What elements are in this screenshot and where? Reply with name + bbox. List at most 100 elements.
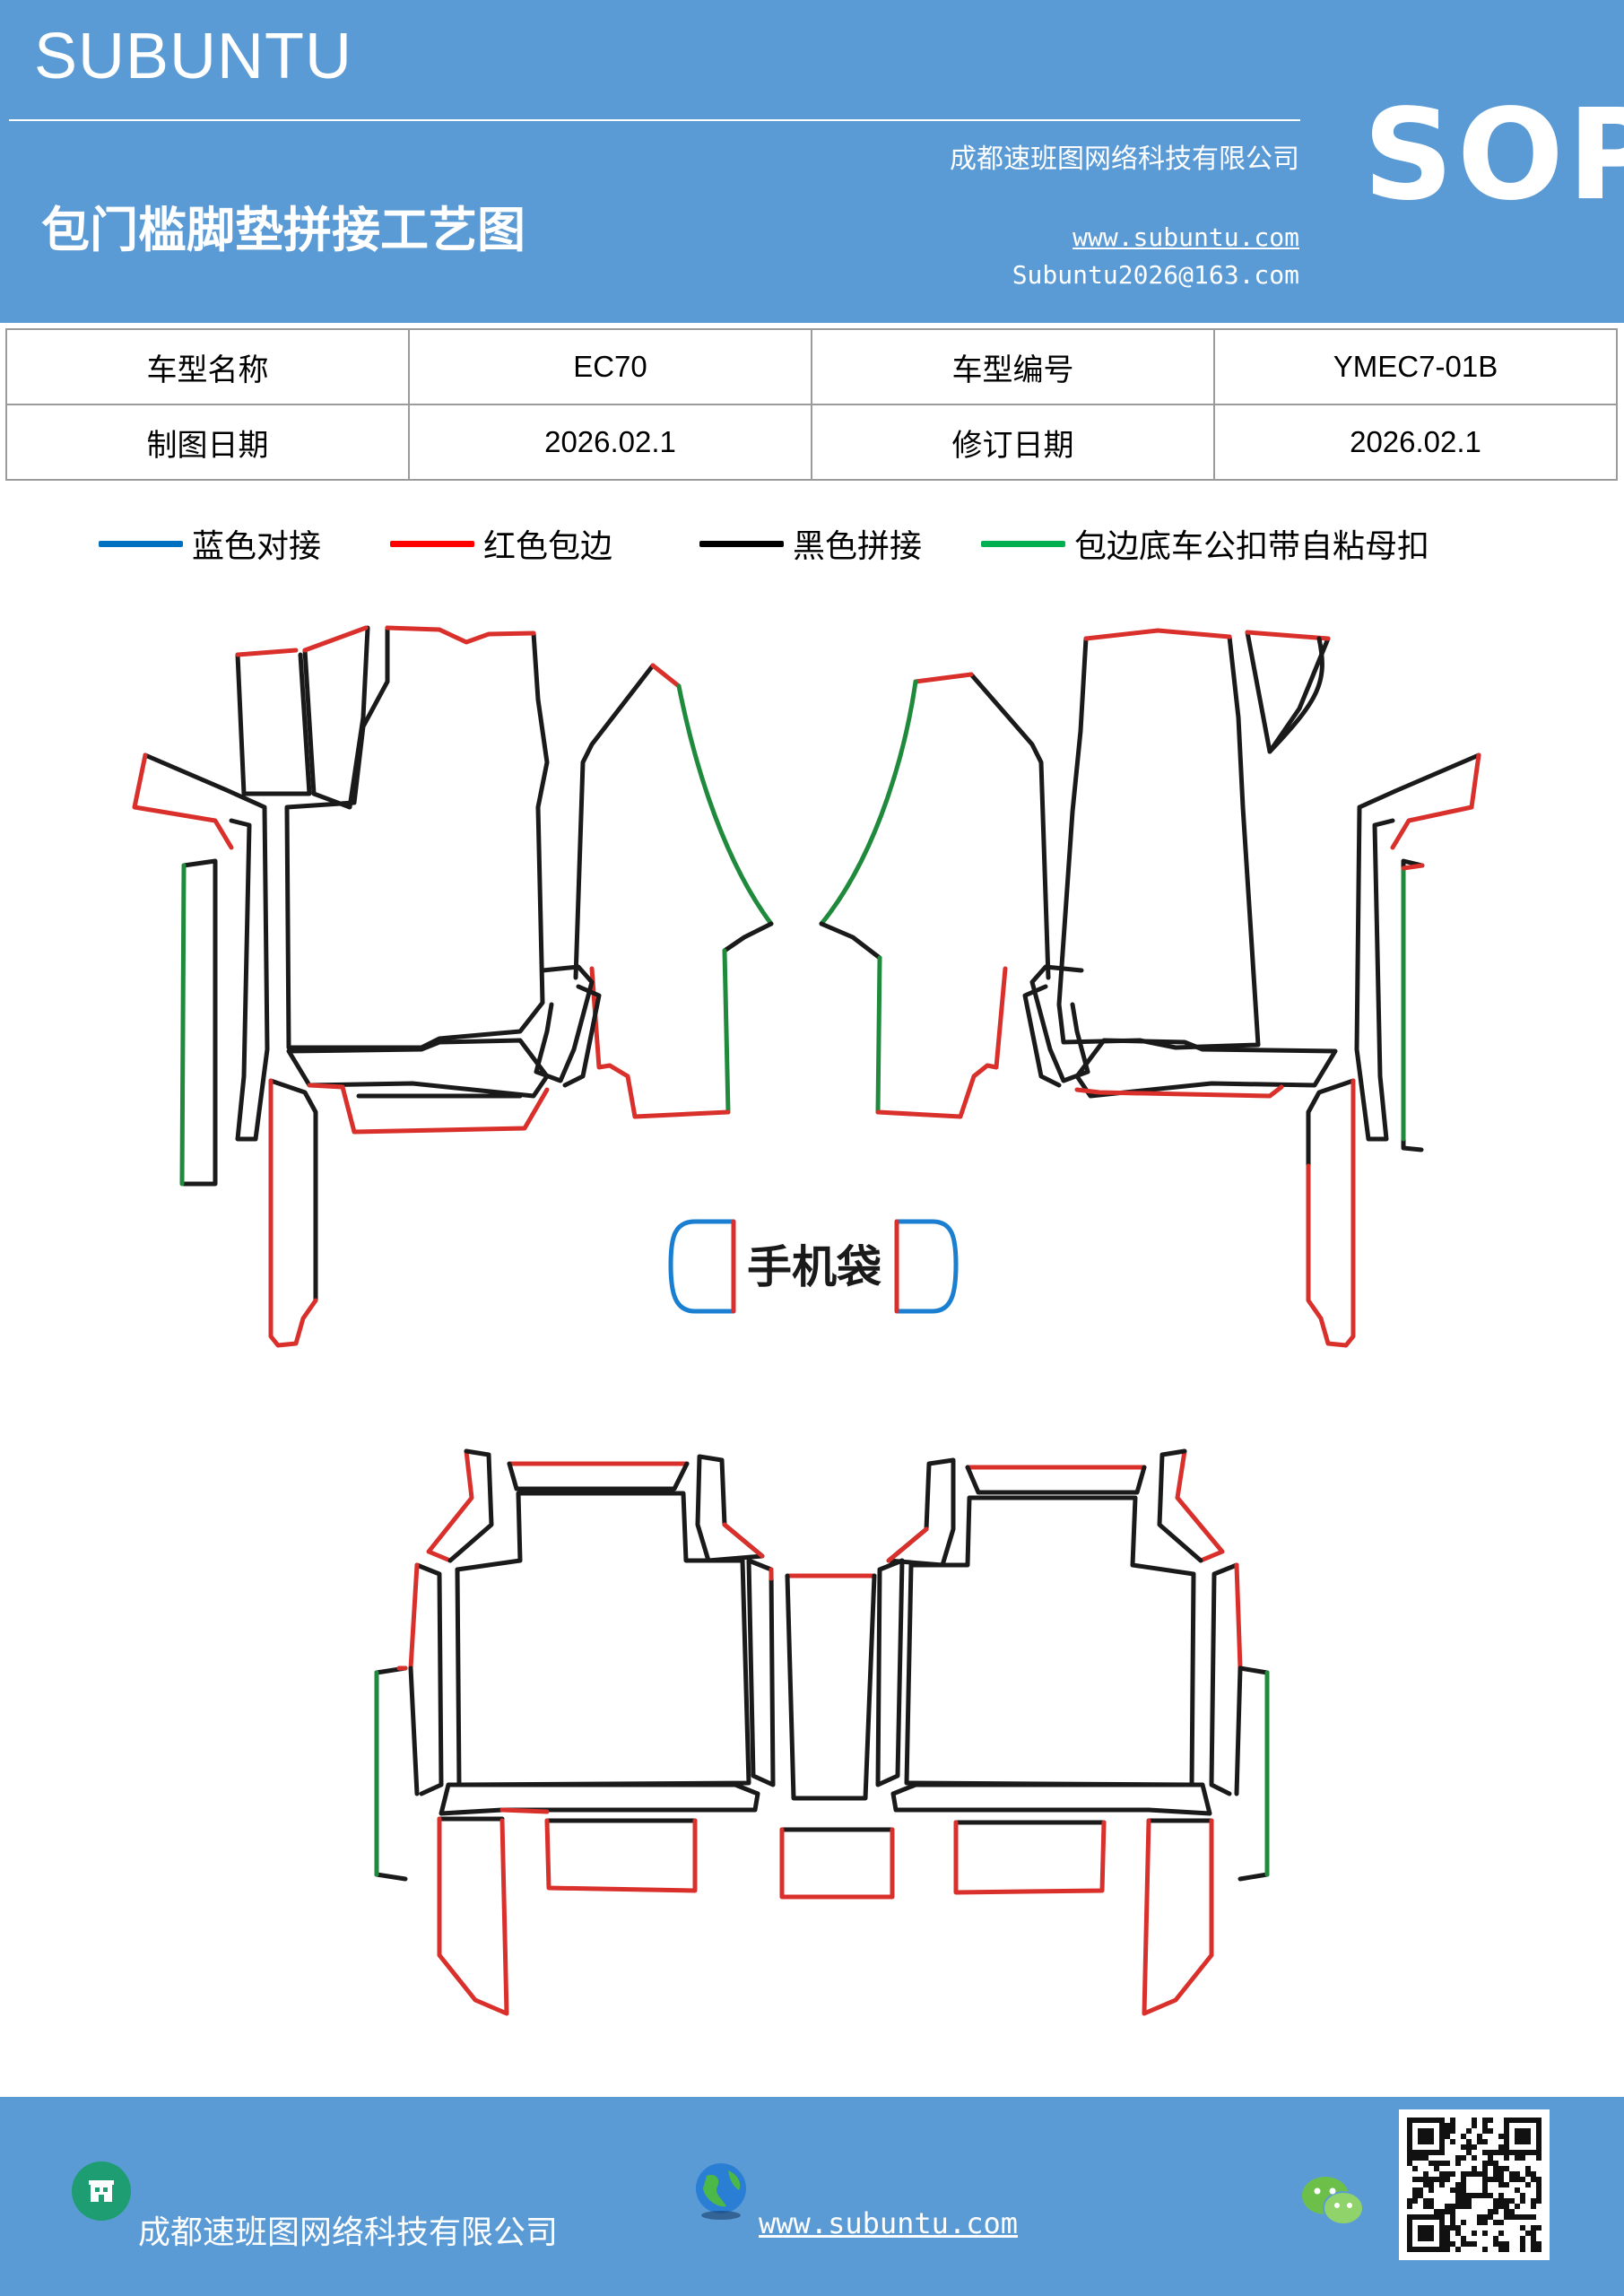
- legend-label: 蓝色对接: [192, 528, 322, 565]
- mat-outline-segment: [953, 1820, 1107, 1895]
- mat-outline-segment: [875, 1558, 905, 1787]
- vehicle-info-table: 车型名称 EC70 车型编号 YMEC7-01B 制图日期 2026.02.1 …: [5, 328, 1618, 481]
- mat-outline-segment: [307, 1083, 345, 1090]
- mat-outline-segment: [668, 1219, 736, 1314]
- mat-outline-segment: [1401, 863, 1425, 871]
- header-divider: [9, 119, 1300, 121]
- mat-outline-segment: [1306, 1078, 1356, 1348]
- building-icon: [72, 2161, 131, 2221]
- mat-outline-segment: [437, 1816, 509, 2016]
- footer-company-name: 成都速班图网络科技有限公司: [138, 2214, 559, 2251]
- email-address: Subuntu2026@163.com: [1012, 260, 1299, 290]
- table-row: 制图日期 2026.02.1 修订日期 2026.02.1: [5, 404, 1618, 481]
- rear-right-mat: [875, 1448, 1270, 2016]
- mat-outline-segment: [875, 955, 882, 1115]
- mat-outline-segment: [507, 1461, 690, 1492]
- mat-outline-segment: [544, 1818, 698, 1893]
- mat-outline-segment: [890, 1782, 1212, 1816]
- mat-outline-segment: [447, 1448, 494, 1563]
- mat-outline-segment: [235, 648, 299, 657]
- globe-icon: [690, 2160, 751, 2221]
- legend-item-red: 红色包边: [390, 520, 612, 567]
- mat-outline-segment: [1238, 1665, 1270, 1882]
- mat-outline-segment: [284, 625, 550, 1050]
- document-title: 包门槛脚垫拼接工艺图: [41, 201, 525, 258]
- legend-item-blue: 蓝色对接: [99, 520, 321, 567]
- legend-label: 包边底车公扣带自粘母扣: [1074, 528, 1430, 565]
- mat-outline-segment: [499, 1807, 550, 1814]
- legend-item-green: 包边底车公扣带自粘母扣: [981, 520, 1429, 567]
- mat-outline-segment: [1245, 630, 1331, 754]
- mat-outline-segment: [1056, 634, 1261, 1050]
- mat-outline-segment: [1083, 628, 1232, 641]
- legend-swatch: [99, 540, 183, 547]
- model-name-label: 车型名称: [5, 328, 410, 405]
- mat-outline-segment: [235, 652, 312, 796]
- model-code-value: YMEC7-01B: [1213, 328, 1618, 405]
- mat-outline-segment: [819, 921, 882, 961]
- mat-outline-segment: [695, 1454, 765, 1563]
- mat-outline-segment: [414, 1562, 444, 1796]
- mat-outline-segment: [286, 1038, 550, 1099]
- model-code-label: 车型编号: [811, 328, 1215, 405]
- mat-outline-segment: [302, 625, 370, 810]
- mat-outline-segment: [1390, 752, 1481, 850]
- qr-code[interactable]: [1399, 2109, 1550, 2260]
- mat-outline-segment: [340, 1084, 550, 1135]
- mat-outline-segment: [785, 1573, 877, 1801]
- mat-outline-segment: [268, 1078, 318, 1303]
- mat-outline-segment: [650, 663, 682, 689]
- header: SUBUNTU 成都速班图网络科技有限公司 包门槛脚垫拼接工艺图 www.sub…: [0, 0, 1624, 323]
- mat-outline-segment: [913, 672, 974, 684]
- mat-outline-segment: [894, 1219, 959, 1314]
- front-right-mat: [819, 628, 1481, 1348]
- mat-outline-segment: [302, 625, 369, 653]
- drawing-date-label: 制图日期: [5, 404, 410, 481]
- rear-center-pieces: [779, 1573, 895, 1900]
- phone-bag-label: 手机袋: [747, 1241, 881, 1293]
- model-name-value: EC70: [408, 328, 812, 405]
- mat-outline-segment: [562, 984, 602, 1088]
- legend-item-black: 黑色拼接: [699, 520, 922, 567]
- mat-outline-segment: [132, 752, 234, 850]
- phone-bag: 手机袋: [668, 1219, 959, 1314]
- mat-outline-segment: [181, 858, 218, 1187]
- mat-outline-segment: [1267, 636, 1324, 754]
- mat-outline-segment: [722, 921, 774, 953]
- mat-outline-segment: [1306, 1078, 1356, 1169]
- mat-outline-segment: [722, 948, 731, 1115]
- legend-swatch: [699, 540, 784, 547]
- mat-outline-segment: [143, 752, 270, 1142]
- mat-outline-segment: [439, 1782, 760, 1816]
- mat-outline-segment: [722, 1522, 765, 1559]
- mat-outline-segment: [819, 679, 918, 926]
- footer-website-link[interactable]: www.subuntu.com: [759, 2206, 1018, 2240]
- mat-outline-segment: [886, 1526, 929, 1563]
- website-link[interactable]: www.subuntu.com: [1073, 222, 1299, 252]
- mat-outline-segment: [904, 1495, 1196, 1787]
- mat-outline-segment: [676, 683, 774, 926]
- legend-label: 红色包边: [483, 528, 613, 565]
- mat-splicing-diagram: 手机袋: [132, 625, 1481, 2016]
- mat-outline-segment: [573, 663, 656, 980]
- footer: 成都速班图网络科技有限公司 www.subuntu.com: [0, 2097, 1624, 2296]
- color-legend: 蓝色对接 红色包边 黑色拼接 包边底车公扣带自粘母扣: [0, 520, 1624, 574]
- mat-outline-segment: [875, 966, 1008, 1119]
- brand-name: SUBUNTU: [34, 21, 353, 92]
- mat-outline-segment: [268, 1078, 318, 1348]
- mat-outline-segment: [1234, 1665, 1243, 1796]
- mat-outline-segment: [746, 1558, 776, 1787]
- mat-outline-segment: [1401, 858, 1425, 1152]
- mat-outline-segment: [589, 966, 731, 1119]
- legend-swatch: [981, 540, 1065, 547]
- mat-outline-segment: [408, 1562, 420, 1671]
- legend-swatch: [390, 540, 474, 547]
- mat-outline-segment: [455, 1491, 751, 1787]
- mat-outline-segment: [385, 625, 536, 645]
- mat-outline-segment: [965, 1465, 1147, 1495]
- sop-label: SOP: [1363, 83, 1624, 229]
- rear-left-mat: [374, 1448, 776, 2016]
- mat-outline-segment: [1234, 1562, 1243, 1671]
- mat-outline-segment: [1074, 1038, 1338, 1099]
- revision-date-label: 修订日期: [811, 404, 1215, 481]
